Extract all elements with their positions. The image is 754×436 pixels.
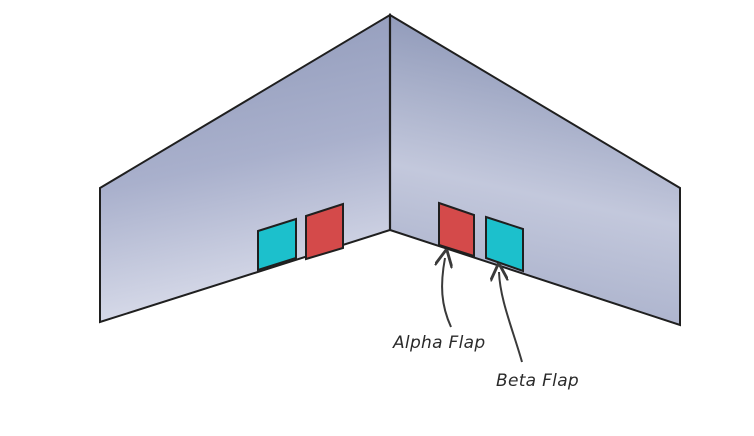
alpha-flap-label: Alpha Flap: [392, 333, 485, 353]
left-outer-flap: [257, 217, 297, 272]
curved-arrow-icon: [442, 258, 451, 328]
right-outer-flap: [485, 215, 524, 273]
right-wing: [389, 13, 681, 327]
curved-arrow-icon: [499, 272, 523, 363]
left-wing: [99, 13, 391, 324]
beta-flap-label: Beta Flap: [496, 371, 579, 391]
left-inner-flap: [305, 202, 344, 261]
right-inner-flap: [438, 201, 475, 258]
